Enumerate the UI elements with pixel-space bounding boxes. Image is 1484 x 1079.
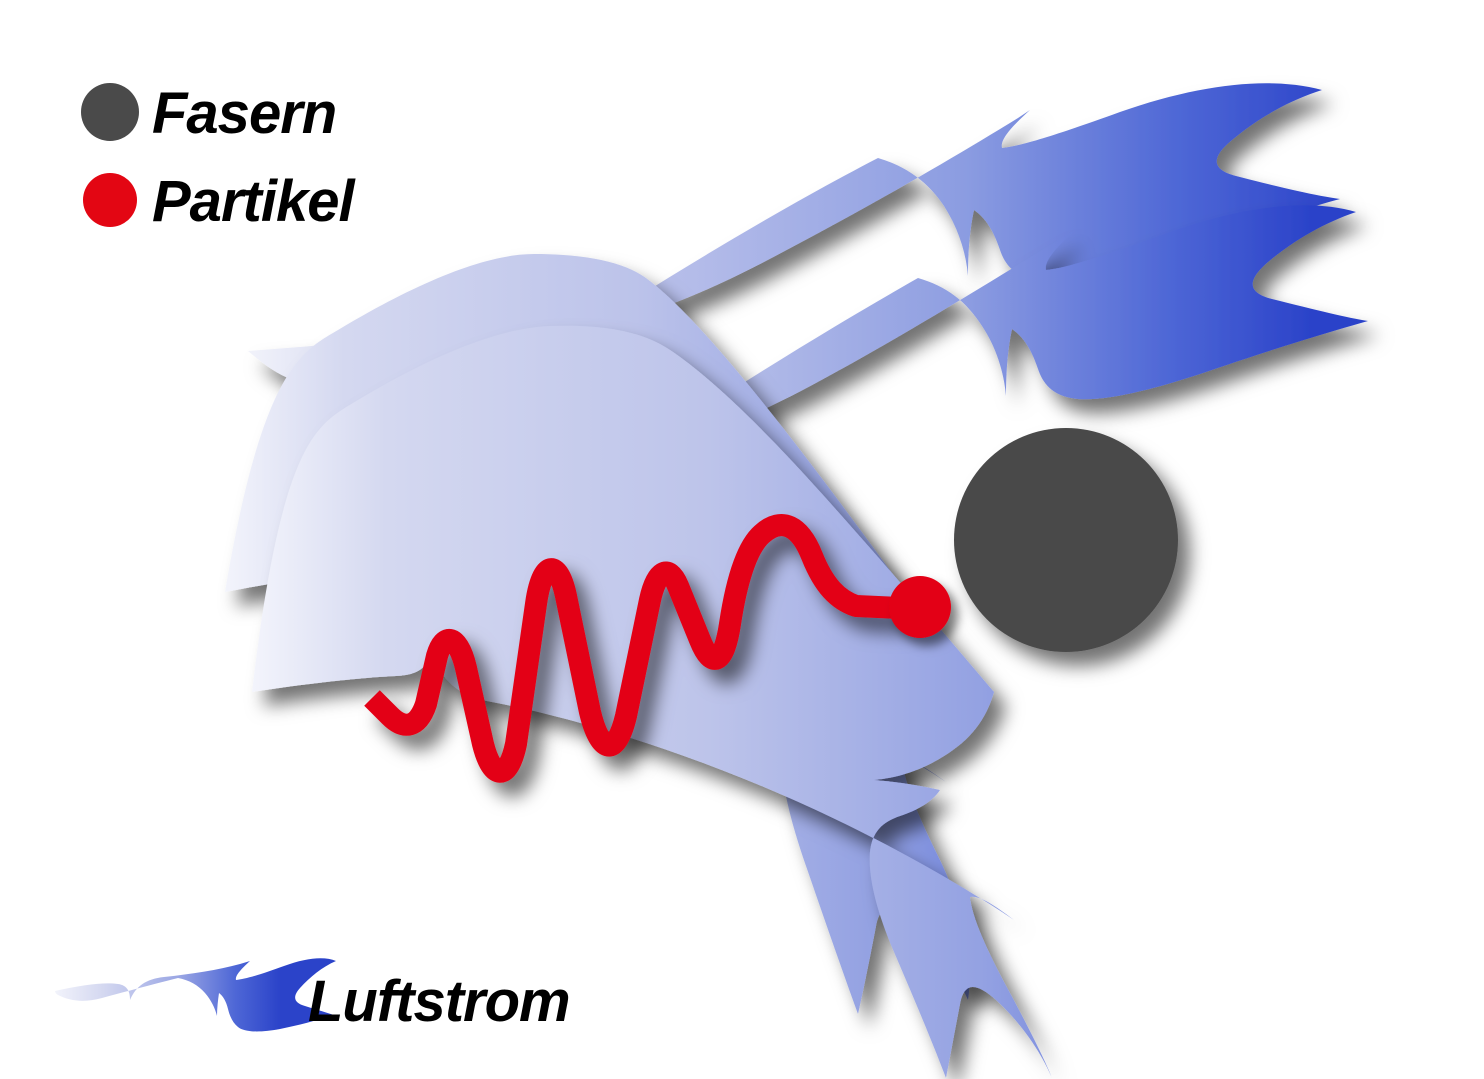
legend-luftstrom-label: Luftstrom [308, 969, 570, 1034]
brownian-trajectory [364, 514, 901, 783]
legend-partikel: Partikel [83, 169, 357, 234]
streamline-1 [248, 83, 1340, 401]
particle-dot [889, 576, 951, 638]
fiber-circle [954, 428, 1178, 652]
legend-fasern-marker [81, 83, 139, 141]
legend-airflow-arrow-icon [55, 958, 336, 1032]
legend-fasern: Fasern [81, 81, 337, 146]
streamline-2 [318, 205, 1368, 528]
streamline-group [225, 83, 1368, 1078]
legend-fasern-label: Fasern [152, 81, 336, 146]
legend-partikel-marker [83, 173, 137, 227]
streamline-4 [252, 325, 1052, 1078]
legend-luftstrom: Luftstrom [55, 958, 571, 1034]
legend-partikel-label: Partikel [152, 169, 356, 234]
